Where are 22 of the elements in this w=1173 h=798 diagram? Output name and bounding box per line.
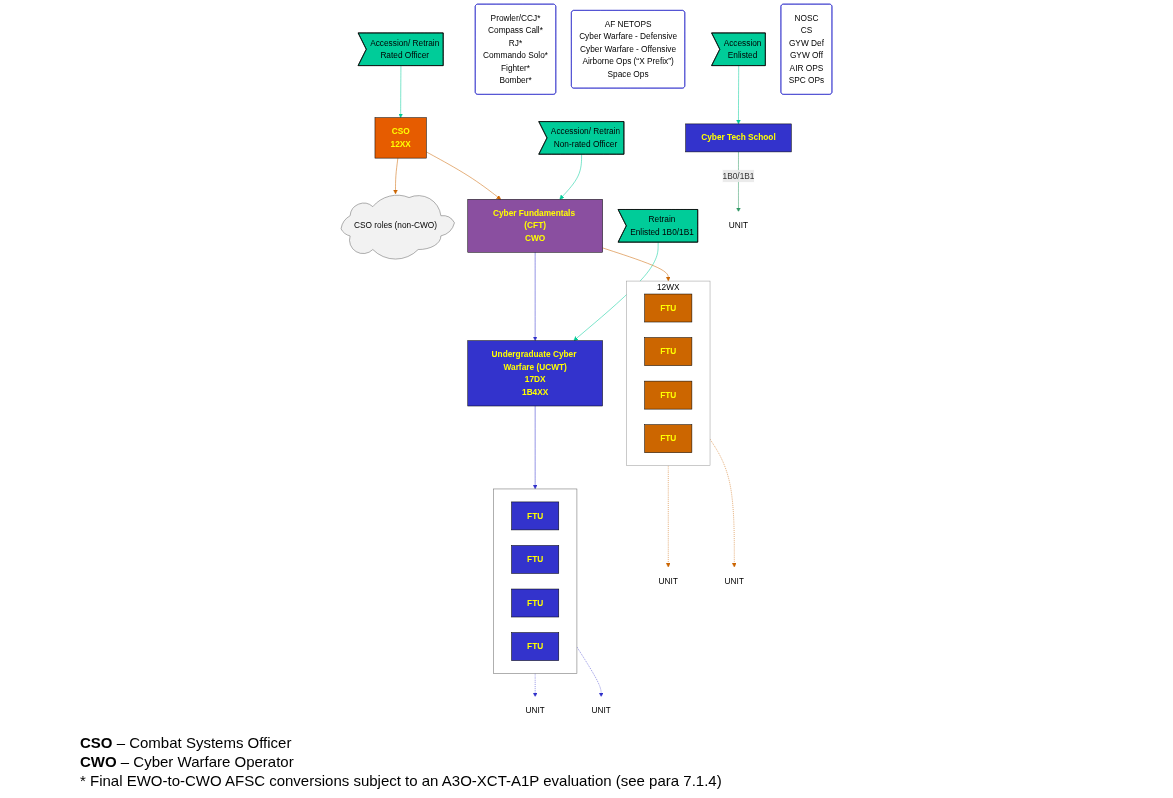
node-box: Undergraduate Cyber Warfare (UCWT) 17DX 1B4XX bbox=[467, 340, 603, 407]
node-text: UNIT bbox=[525, 706, 545, 715]
node-text: UNIT bbox=[724, 576, 744, 586]
node-box: FTU bbox=[644, 380, 693, 410]
legend-note: * Final EWO-to-CWO AFSC conversions subject to an A3O-XCT-A1P evaluation (see para 7.1.4) bbox=[80, 771, 723, 790]
node-box: FTU bbox=[511, 588, 560, 618]
node-box: FTU bbox=[644, 424, 693, 453]
node-box: CSO 12XX bbox=[374, 117, 427, 159]
edge-label: 1B0/1B1 bbox=[722, 171, 755, 181]
node-text: UNIT bbox=[728, 221, 749, 230]
legend-note: CWO – Cyber Warfare Operator bbox=[80, 752, 295, 771]
legend-note: CSO – Combat Systems Officer bbox=[80, 733, 293, 752]
node-box: FTU bbox=[644, 337, 693, 366]
node-box: FTU bbox=[511, 545, 560, 574]
cluster bbox=[493, 488, 578, 674]
node-box: FTU bbox=[511, 632, 560, 661]
node-text: UNIT bbox=[658, 576, 678, 586]
node-box: FTU bbox=[511, 501, 560, 531]
node-box: Cyber Fundamentals (CFT) CWO bbox=[467, 199, 603, 253]
node-text: UNIT bbox=[591, 706, 611, 715]
node-box: Cyber Tech School bbox=[685, 123, 792, 153]
node-box: FTU bbox=[644, 293, 693, 323]
